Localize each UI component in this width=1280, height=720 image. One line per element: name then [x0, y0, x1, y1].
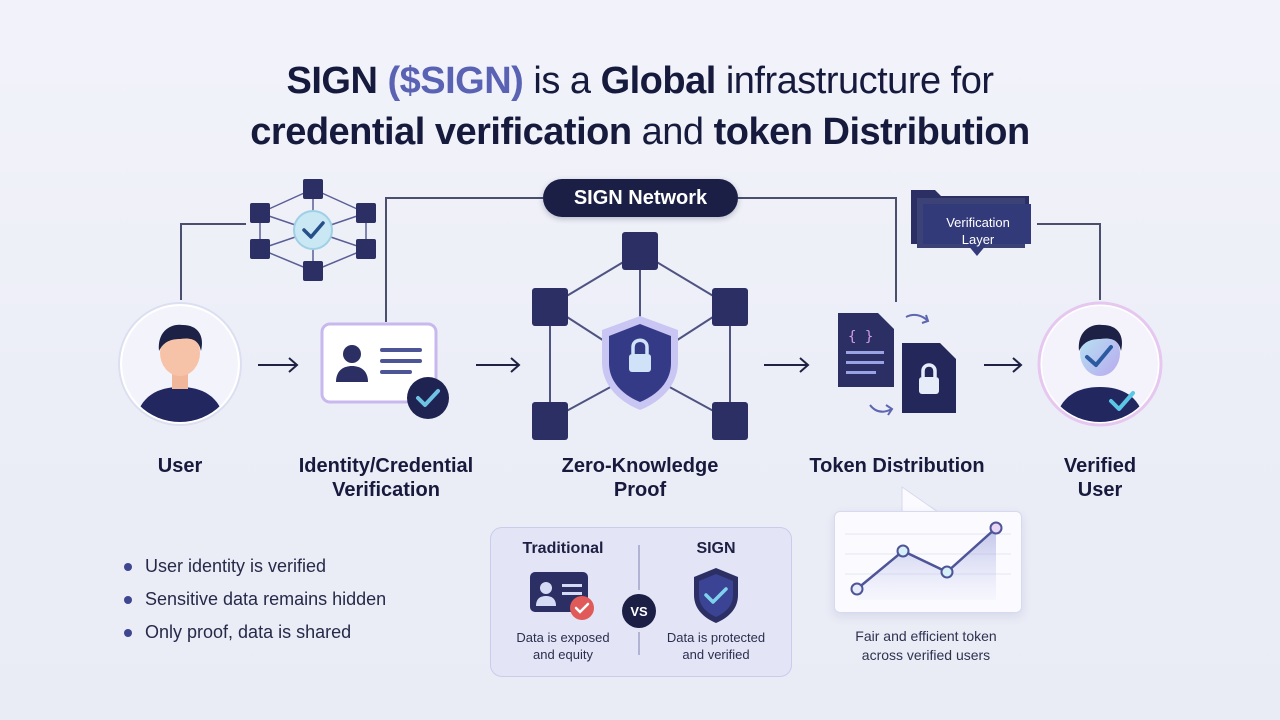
distribution-chart-card: [834, 511, 1022, 613]
distribution-line-chart: [835, 512, 1021, 612]
chart-caption: Fair and efficient token across verified…: [820, 627, 1032, 665]
